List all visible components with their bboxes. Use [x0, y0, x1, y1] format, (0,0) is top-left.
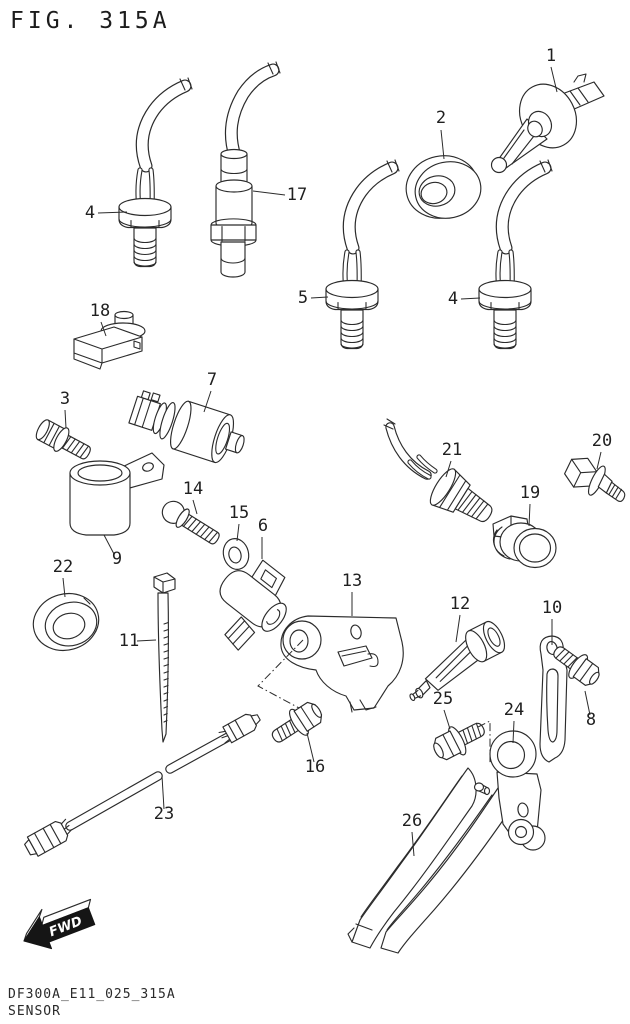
part-10-strap-bracket: [539, 635, 568, 763]
callout-14[interactable]: 14: [183, 479, 203, 499]
part-21-sensor-with-wire: [383, 418, 493, 523]
part-5-temp-sensor: [326, 160, 399, 349]
part-11-cable-tie: [153, 572, 176, 743]
callouts: 4 17 1 2 5 4 18 3 7 21 20 19 9 14 15 6 2…: [53, 46, 612, 831]
part-26-lever: [347, 767, 509, 954]
part-23-extension-cable: [24, 713, 261, 857]
part-4-temp-sensor-right: [479, 160, 552, 349]
callout-2[interactable]: 2: [436, 108, 446, 128]
figure-title: FIG. 315A: [10, 8, 171, 34]
part-12-link-arm: [409, 620, 506, 702]
callout-9[interactable]: 9: [112, 549, 122, 569]
part-19-plug: [492, 515, 557, 569]
part-17-sensor-with-lead: [210, 61, 281, 278]
part-4-temp-sensor-left: [119, 78, 192, 267]
callout-26[interactable]: 26: [402, 811, 422, 831]
callout-20[interactable]: 20: [592, 431, 612, 451]
part-24-sensor-bracket: [489, 730, 546, 851]
callout-18[interactable]: 18: [90, 301, 110, 321]
drawing-name: SENSOR: [8, 1004, 61, 1019]
callout-6[interactable]: 6: [258, 516, 268, 536]
callout-25[interactable]: 25: [433, 689, 453, 709]
callout-1[interactable]: 1: [546, 46, 556, 66]
part-6-position-sensor: [219, 559, 287, 651]
callout-8[interactable]: 8: [586, 710, 596, 730]
footer: DF300A_E11_025_315A SENSOR: [8, 986, 176, 1020]
part-7-pressure-sensor: [128, 390, 245, 464]
fwd-marker: FWD: [23, 898, 96, 950]
callout-17[interactable]: 17: [287, 185, 307, 205]
part-1-air-temp-sensor: [490, 73, 605, 174]
callout-16[interactable]: 16: [305, 757, 325, 777]
callout-4-left[interactable]: 4: [85, 203, 95, 223]
callout-7[interactable]: 7: [207, 370, 217, 390]
callout-4-right[interactable]: 4: [448, 289, 458, 309]
part-18-clamp: [73, 310, 146, 370]
part-3-bolt: [35, 419, 91, 460]
callout-23[interactable]: 23: [154, 804, 174, 824]
part-8-flange-bolt: [553, 646, 600, 686]
leader-lines: [62, 66, 602, 857]
part-25-flange-bolt: [433, 722, 485, 761]
callout-15[interactable]: 15: [229, 503, 249, 523]
callout-10[interactable]: 10: [542, 598, 562, 618]
callout-22[interactable]: 22: [53, 557, 73, 577]
part-16-flange-bolt: [271, 701, 323, 743]
callout-13[interactable]: 13: [342, 571, 362, 591]
lever-pin: [473, 782, 491, 796]
assembly-line-25-24: [477, 720, 491, 764]
part-22-grommet: [32, 593, 100, 651]
callout-12[interactable]: 12: [450, 594, 470, 614]
drawing-code: DF300A_E11_025_315A: [8, 987, 176, 1002]
part-2-grommet: [405, 155, 482, 219]
part-14-bolt: [161, 500, 220, 545]
callout-19[interactable]: 19: [520, 483, 540, 503]
callout-11[interactable]: 11: [119, 631, 139, 651]
part-13-bracket: [257, 615, 404, 713]
callout-5[interactable]: 5: [298, 288, 308, 308]
callout-3[interactable]: 3: [60, 389, 70, 409]
callout-24[interactable]: 24: [504, 700, 524, 720]
part-15-washer: [222, 538, 250, 570]
callout-21[interactable]: 21: [442, 440, 462, 460]
part-9-clamp-bracket: [69, 452, 165, 536]
part-20-sensor-plug: [564, 457, 626, 503]
